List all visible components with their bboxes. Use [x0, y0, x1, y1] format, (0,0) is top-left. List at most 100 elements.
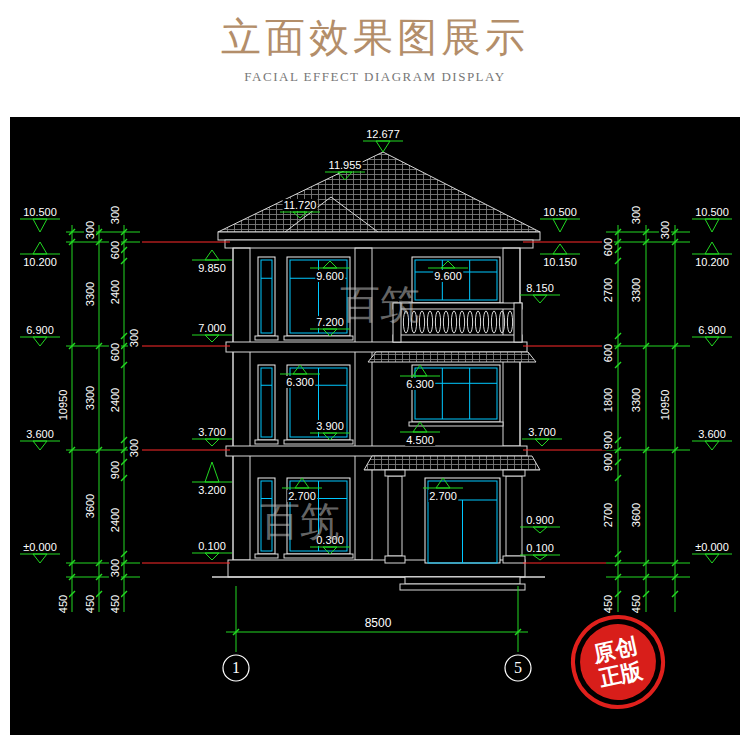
narrow-window-sill	[255, 336, 278, 340]
dimension-text: 3300	[84, 385, 96, 411]
dimension-tick	[672, 239, 678, 245]
dimension-tick	[615, 333, 621, 339]
dimension-text: 450	[109, 594, 121, 614]
dimension-tick	[233, 629, 239, 635]
dimension-tick	[672, 591, 678, 597]
elevation-mark: 2.700	[428, 490, 458, 502]
elevation-marker	[205, 250, 219, 260]
door-split	[462, 500, 463, 563]
narrow-window	[258, 365, 275, 440]
dimension-tick	[69, 229, 75, 235]
elevation-mark: 3.600	[697, 428, 727, 440]
stamp: 原创 正版	[561, 605, 675, 719]
window-mullion	[469, 260, 470, 300]
extension-line	[66, 577, 140, 578]
dimension-tick	[615, 239, 621, 245]
window	[412, 257, 500, 303]
column-base	[385, 556, 405, 563]
dimension-tick	[96, 560, 102, 566]
stamp-fill	[573, 617, 663, 707]
dimension-text: 3600	[630, 502, 642, 528]
dimension-tick	[121, 437, 127, 443]
baluster	[443, 311, 448, 333]
elevation-marker	[33, 441, 47, 450]
elevation-marker	[705, 441, 719, 450]
dimension-tick	[121, 247, 127, 253]
elevation-mark: 3.700	[527, 426, 557, 438]
cornice	[218, 232, 540, 240]
dimension-tick	[96, 229, 102, 235]
door-glass	[428, 481, 497, 563]
elevation-mark: ±0.000	[694, 541, 730, 553]
dimension-text: 300	[659, 220, 671, 240]
dimension-tick	[615, 560, 621, 566]
narrow-window-sill	[255, 440, 278, 444]
floor-band	[226, 446, 527, 456]
elevation-marker	[705, 337, 719, 346]
dimension-tick	[615, 551, 621, 557]
elevation-marker	[293, 212, 307, 218]
dimension-tick	[96, 574, 102, 580]
dimension-tick	[615, 437, 621, 443]
dimension-tick	[643, 574, 649, 580]
elevation-mark: 3.200	[197, 484, 227, 496]
dimension-text: 900	[109, 460, 121, 480]
elevation-marker	[323, 433, 337, 440]
narrow-window-glass	[261, 260, 272, 333]
dimension-tick	[615, 362, 621, 368]
window-glass	[290, 260, 347, 333]
dimension-tick	[615, 475, 621, 481]
elevation-mark: 10.200	[694, 256, 730, 268]
dimension-tick	[69, 591, 75, 597]
dimension-tick	[615, 459, 621, 465]
dimension-line	[675, 225, 676, 612]
dimension-tick	[69, 343, 75, 349]
dimension-text: 2400	[109, 387, 121, 413]
narrow-window-glass	[261, 368, 272, 437]
dimension-tick	[121, 459, 127, 465]
dimension-tick	[643, 239, 649, 245]
dimension-tick	[69, 560, 75, 566]
dimension-tick	[672, 560, 678, 566]
dimension-text: 600	[109, 342, 121, 362]
elevation-mark: 9.850	[197, 262, 227, 274]
elevation-marker	[33, 337, 47, 346]
dimension-tick	[615, 343, 621, 349]
elevation-marker	[553, 219, 567, 232]
dimension-tick	[121, 258, 127, 264]
axis-number: 5	[514, 659, 522, 677]
axis-circle-outline	[223, 655, 249, 681]
elevation-marker	[33, 554, 47, 563]
extension-line	[66, 242, 140, 243]
dimension-text: 600	[109, 240, 121, 260]
elevation-marker	[323, 547, 337, 554]
cornice-band	[225, 240, 533, 248]
dimension-tick	[672, 574, 678, 580]
elevation-marker	[533, 555, 547, 560]
dimension-text: 2700	[602, 277, 614, 303]
level-line	[523, 242, 606, 243]
elevation-marker	[33, 219, 47, 232]
drawing-background	[10, 117, 740, 735]
elevation-marker	[205, 439, 219, 446]
elevation-mark: 6.900	[697, 324, 727, 336]
baluster	[419, 311, 424, 333]
dimension-text: 450	[84, 594, 96, 614]
porch-column	[388, 476, 402, 556]
dimension-text: 3300	[84, 281, 96, 307]
dimension-text: 300	[128, 438, 140, 458]
elevation-marker	[205, 553, 219, 560]
dimension-tick	[69, 574, 75, 580]
narrow-window	[258, 257, 275, 336]
baluster	[483, 311, 488, 333]
step	[400, 584, 525, 590]
step	[405, 577, 520, 584]
watermark: 百筑	[339, 283, 421, 327]
dimension-tick	[615, 574, 621, 580]
balcony-post	[514, 303, 522, 342]
dimension-text: 3300	[630, 277, 642, 303]
elevation-mark: 0.900	[525, 514, 555, 526]
elevation-mark: 10.150	[542, 256, 578, 268]
elevation-mark: 6.900	[25, 324, 55, 336]
